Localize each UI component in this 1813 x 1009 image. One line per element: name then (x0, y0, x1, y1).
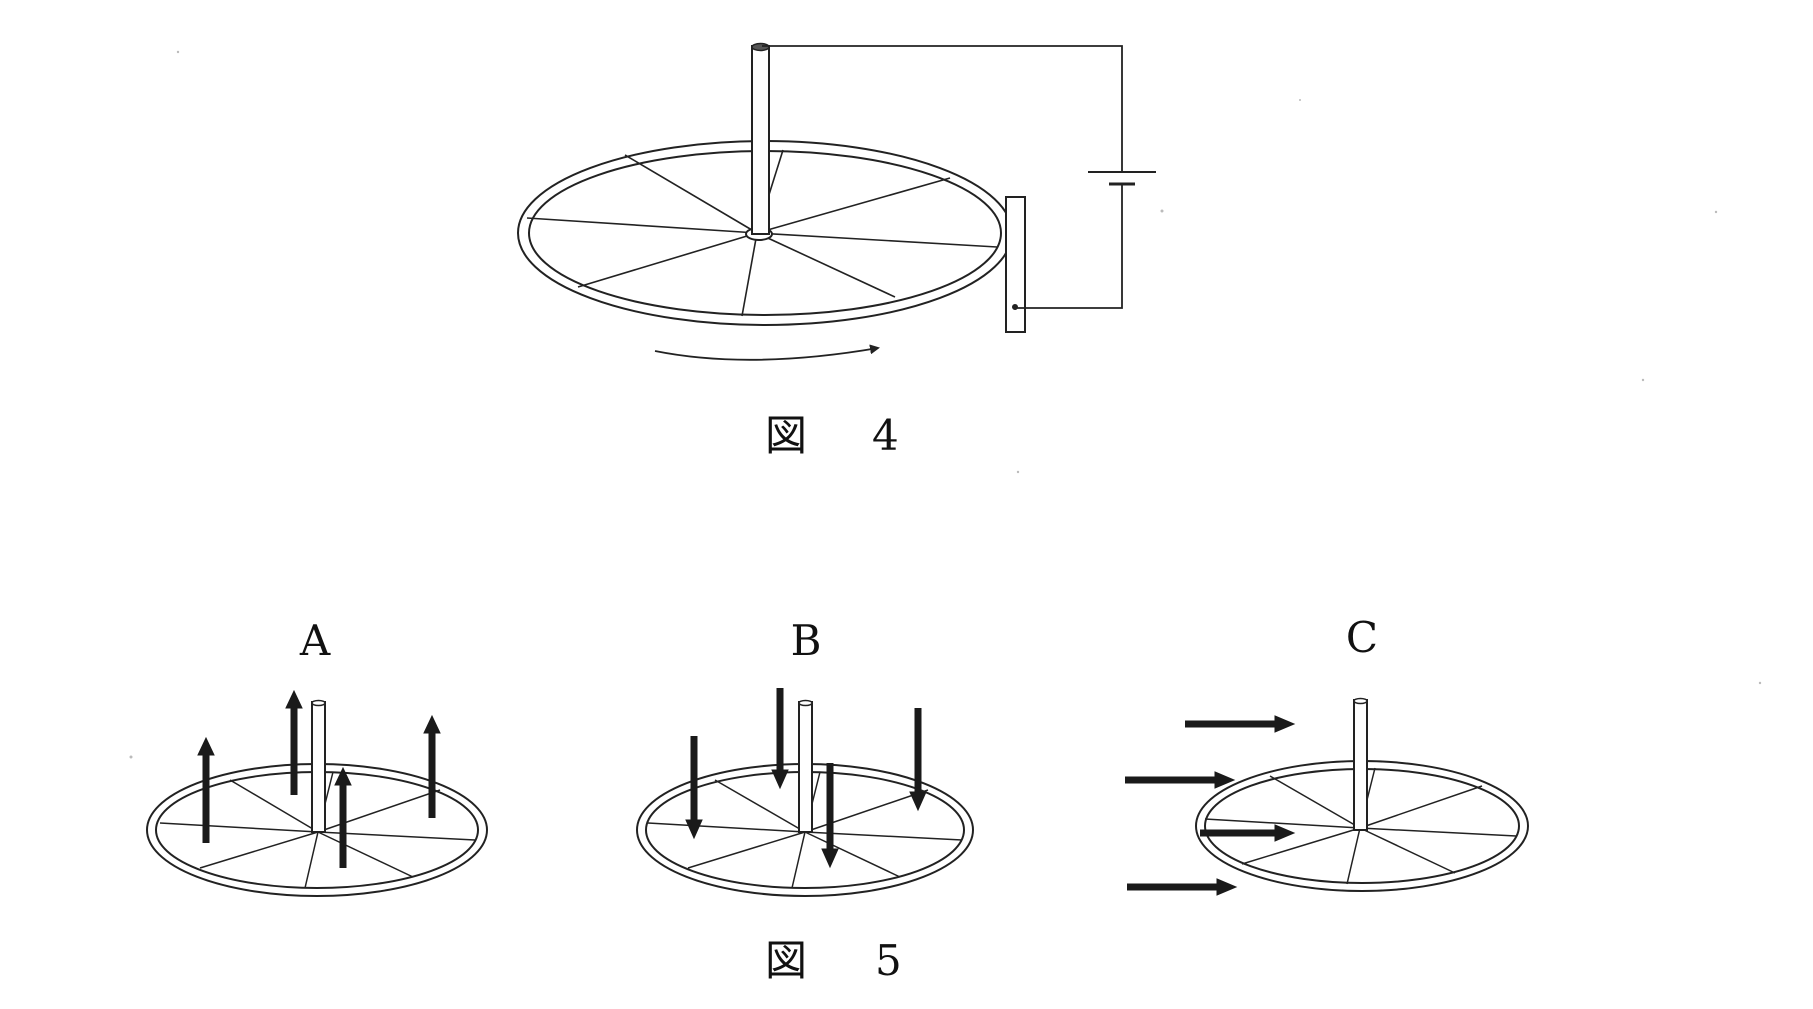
figure-5-caption-number: 5 (875, 936, 902, 985)
figure-5: A (146, 613, 1529, 985)
scan-specks (129, 50, 1762, 759)
upward-arrows-icon (197, 689, 441, 868)
figure-5-caption-char: 図 (765, 936, 807, 985)
panel-a-axle (311, 701, 326, 833)
panel-a-label: A (299, 616, 331, 665)
brush-contact (1005, 196, 1026, 333)
figure-4-caption-number: 4 (872, 411, 899, 460)
panel-a: A (146, 616, 488, 897)
axle-rod (751, 45, 770, 235)
panel-b-axle (798, 701, 813, 833)
rotation-arrow-icon (654, 344, 880, 361)
downward-arrows-icon (685, 688, 927, 869)
panel-b: B (636, 616, 974, 897)
wheel-spokes (526, 149, 998, 317)
panel-c-axle (1353, 699, 1368, 831)
panel-b-spokes (647, 771, 963, 889)
panel-c-label: C (1346, 613, 1378, 662)
circuit-wire (762, 45, 1123, 309)
battery-icon (1088, 171, 1156, 186)
figure-4-caption-char: 図 (765, 411, 807, 460)
panel-c: C (1125, 613, 1529, 896)
brush-terminal (1012, 304, 1018, 310)
axle-top (751, 42, 770, 52)
panel-b-label: B (791, 616, 822, 665)
rightward-arrows-icon (1125, 715, 1296, 896)
figure-4: 図 4 (517, 42, 1156, 460)
